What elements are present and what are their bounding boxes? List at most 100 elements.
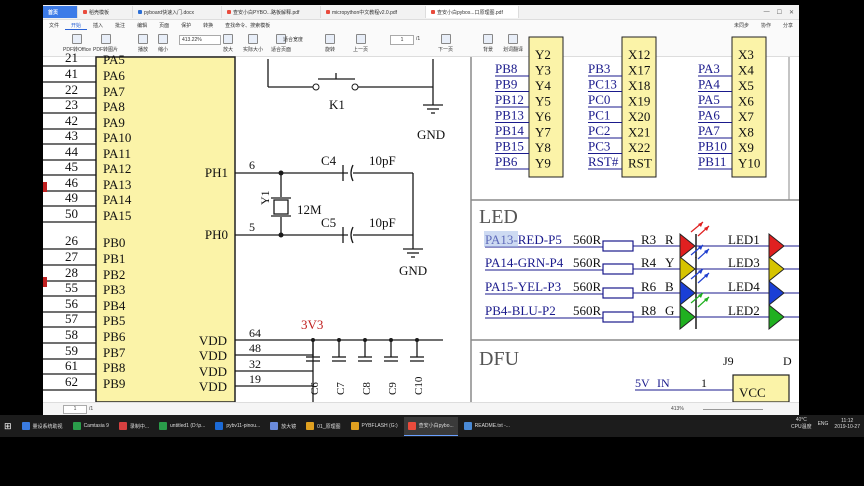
menu-0[interactable]: 文件 xyxy=(49,23,60,29)
close-icon[interactable]: ✕ xyxy=(788,9,794,16)
connector-net: PB11 xyxy=(698,154,726,169)
tab-4[interactable]: micropython中文教程v2.0.pdf xyxy=(321,6,426,18)
taskbar-app-6[interactable]: 01_原理图 xyxy=(302,417,344,435)
menu-8[interactable]: 查找命令、搜索模板 xyxy=(225,23,271,29)
tab-3[interactable]: 查安小白PYBO...路板解释.pdf xyxy=(222,6,321,18)
language-indicator[interactable]: ENG xyxy=(817,420,829,427)
pin-number: 56 xyxy=(65,296,79,311)
pin-number: 23 xyxy=(65,97,78,112)
taskbar-app-4[interactable]: pybv11-pinou... xyxy=(211,417,264,435)
ribbon-icon xyxy=(71,34,82,44)
zoom-slider[interactable] xyxy=(703,409,763,410)
minimize-icon[interactable]: — xyxy=(763,8,770,15)
page-number-input[interactable]: 1 xyxy=(390,35,414,45)
status-zoom: 413% xyxy=(671,406,684,412)
menu-3[interactable]: 批注 xyxy=(115,23,126,29)
app-label: README.txt -... xyxy=(474,423,510,429)
taskbar-app-3[interactable]: untitled1 (D:\p... xyxy=(155,417,209,435)
junction-dot xyxy=(389,338,393,342)
dfu-vcc-label: VCC xyxy=(739,385,766,400)
led-arrow-head xyxy=(704,249,709,254)
taskbar-app-1[interactable]: Camtasia 9 xyxy=(69,417,113,435)
led-arrow-head xyxy=(698,293,703,298)
tab-1[interactable]: 稻壳模板 xyxy=(78,6,133,18)
ribbon-button-1[interactable]: PDF转图片 xyxy=(93,34,118,53)
windows-icon: ⊞ xyxy=(4,420,12,431)
pin-number: 21 xyxy=(65,50,78,65)
ribbon-button-8[interactable]: 上一页 xyxy=(353,34,368,53)
ribbon-button-9[interactable]: 下一页 xyxy=(438,34,453,53)
taskbar-app-7[interactable]: PYBFLASH (G:) xyxy=(347,417,402,435)
dfu-connector-body xyxy=(732,374,790,403)
ribbon-button-2[interactable]: 播放 xyxy=(138,34,148,53)
ribbon-button-10[interactable]: 背景 xyxy=(483,34,493,53)
gnd-label: GND xyxy=(417,127,445,142)
tab-2[interactable]: pyboard快速入门.docx xyxy=(133,6,222,18)
pin-name: PA7 xyxy=(103,84,125,99)
app-icon xyxy=(118,422,127,430)
connector-pin: X19 xyxy=(628,94,650,109)
taskbar-app-5[interactable]: 放大镜 xyxy=(266,417,300,435)
led-triangle-partial xyxy=(768,303,785,331)
menu-6[interactable]: 保护 xyxy=(181,23,192,29)
taskbar-app-8[interactable]: 查安小白pybo... xyxy=(403,416,458,436)
ribbon-button-0[interactable]: PDF转Office xyxy=(63,34,91,53)
resistor-value: 560R xyxy=(573,303,602,318)
menu-5[interactable]: 页面 xyxy=(159,23,170,29)
resistor-value: 560R xyxy=(573,279,602,294)
led-triangle xyxy=(679,255,696,283)
fit-width-button[interactable]: 适合宽度 xyxy=(283,37,304,43)
clock-time[interactable]: 11:12 xyxy=(841,417,854,424)
resistor-ref: R4 xyxy=(641,255,657,270)
pin-name: PA15 xyxy=(103,208,131,223)
menu-right-1[interactable]: 协作 xyxy=(760,23,771,29)
connector-net: PC3 xyxy=(588,139,610,154)
menu-right-0[interactable]: 未同步 xyxy=(733,23,749,29)
led-arrow-head xyxy=(704,297,709,302)
tab-0[interactable]: 首页 xyxy=(43,6,78,18)
taskbar-app-0[interactable]: 量设系统助视 xyxy=(18,417,67,435)
offpage-marker xyxy=(43,277,47,287)
start-button[interactable]: ⊞ xyxy=(0,417,16,435)
resistor-value: 560R xyxy=(573,255,602,270)
ribbon-button-6[interactable]: 适合页面 xyxy=(271,34,291,53)
ribbon-label: 放大 xyxy=(223,47,234,53)
led-arrow-head xyxy=(704,273,709,278)
ribbon-button-5[interactable]: 实际大小 xyxy=(243,34,263,53)
cap-plate-curved xyxy=(350,164,354,182)
zoom-input[interactable]: 413.22% xyxy=(179,35,221,45)
menu-2[interactable]: 插入 xyxy=(93,23,104,29)
connector-pin: Y7 xyxy=(535,125,551,140)
ribbon-icon xyxy=(440,34,451,44)
menu-right-2[interactable]: 分享 xyxy=(782,23,793,29)
menu-7[interactable]: 转换 xyxy=(203,23,214,29)
taskbar-app-9[interactable]: README.txt -... xyxy=(460,417,514,435)
tab-5[interactable]: 查安小白pybos...口原理图.pdf xyxy=(426,6,519,18)
ribbon-button-4[interactable]: 放大 xyxy=(223,34,233,53)
led-net-label: PA15-YEL-P3 xyxy=(485,279,561,294)
ribbon-label: 下一页 xyxy=(438,47,454,53)
ribbon-button-3[interactable]: 缩小 xyxy=(158,34,168,53)
taskbar-app-2[interactable]: 录制中... xyxy=(115,417,153,435)
ribbon-icon xyxy=(138,34,148,44)
connector-net: PB6 xyxy=(495,154,518,169)
maximize-icon[interactable]: ☐ xyxy=(776,9,782,16)
resistor-ref: R3 xyxy=(641,232,656,247)
led-section-title: LED xyxy=(479,206,518,228)
status-page-total: /1 xyxy=(89,406,94,412)
app-icon xyxy=(159,422,168,430)
decap-ref: C7 xyxy=(335,382,347,395)
menu-4[interactable]: 编辑 xyxy=(137,23,148,29)
ribbon-icon xyxy=(483,34,493,44)
connector-net: RST# xyxy=(588,154,619,169)
clock-date[interactable]: 2019-10-27 xyxy=(834,423,860,430)
file-type-icon xyxy=(138,10,142,14)
connector-pin: Y3 xyxy=(535,63,551,78)
ph-pin-name: PH1 xyxy=(205,165,228,180)
menu-1[interactable]: 开始 xyxy=(65,22,88,30)
ribbon-button-11[interactable]: 划词翻译 xyxy=(503,34,523,53)
status-page-input[interactable]: 1 xyxy=(63,405,87,414)
cap-ref: C5 xyxy=(321,215,336,230)
ribbon-button-7[interactable]: 旋转 xyxy=(325,34,335,53)
